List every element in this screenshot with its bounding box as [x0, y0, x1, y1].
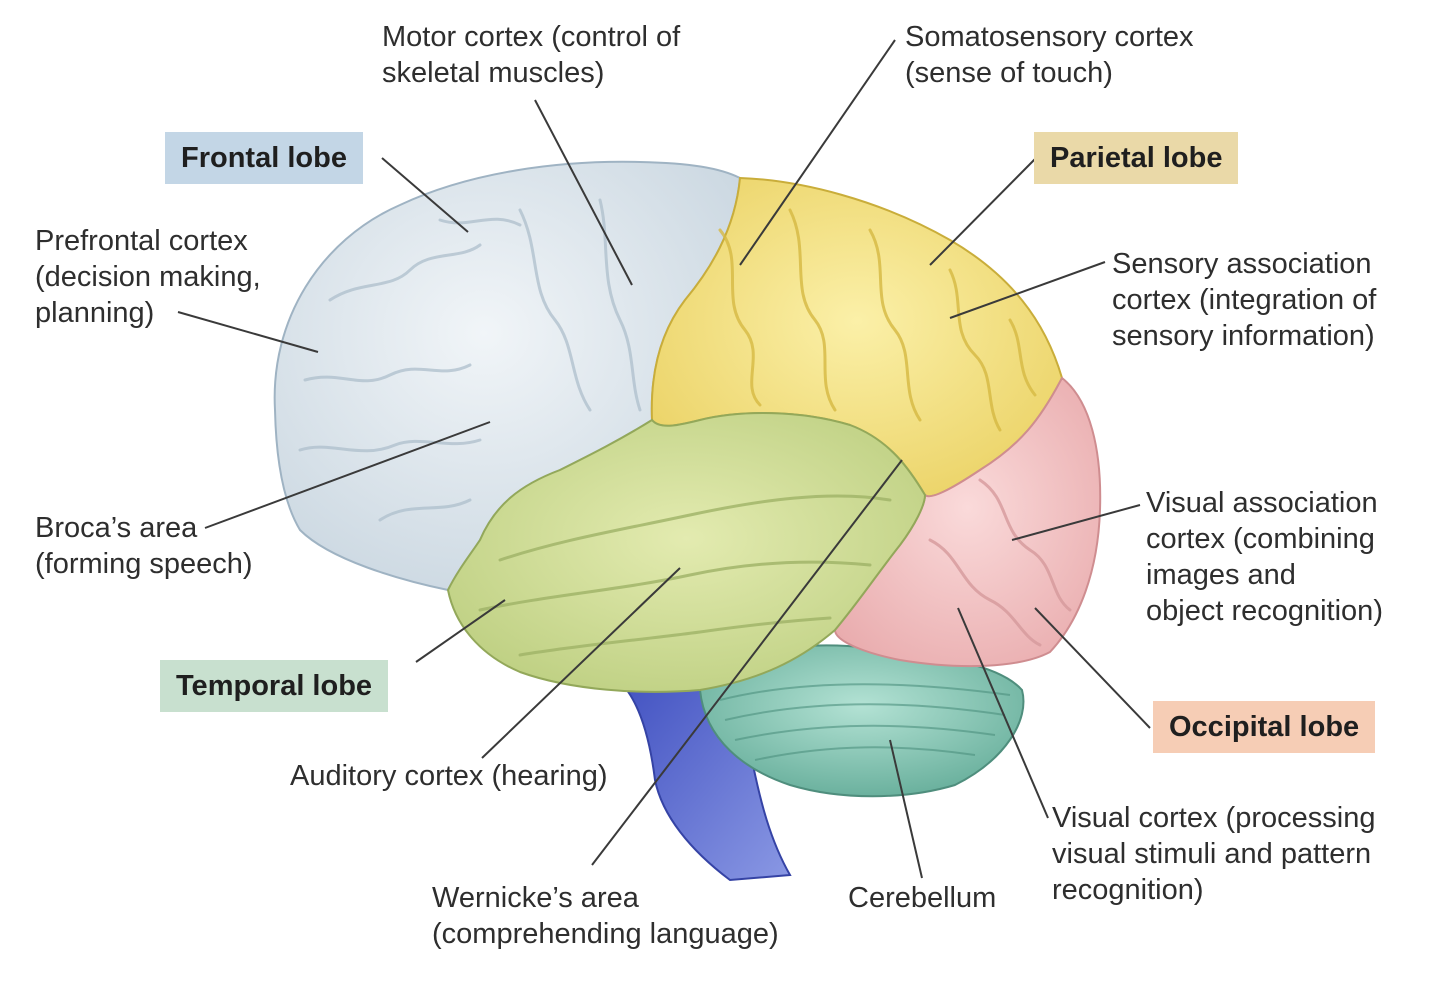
- prefrontal-line: planning): [35, 297, 155, 329]
- visual-assoc-line: object recognition): [1146, 595, 1383, 627]
- wernicke-line: (comprehending language): [432, 918, 779, 950]
- sensory-association-label: Sensory association cortex (integration …: [1112, 246, 1376, 354]
- visual-cortex-line: visual stimuli and pattern: [1052, 838, 1372, 870]
- leader-somatosensory: [739, 39, 896, 266]
- frontal-gyri: [298, 198, 642, 522]
- broca-line: (forming speech): [35, 548, 253, 580]
- broca-line: Broca’s area: [35, 512, 198, 544]
- visual-association-label: Visual association cortex (combining ima…: [1146, 485, 1383, 629]
- motor-cortex-label: Motor cortex (control of skeletal muscle…: [382, 19, 680, 91]
- occipital-lobe-region: [833, 376, 1102, 668]
- leader-parietal-lobe: [929, 157, 1037, 266]
- visual-cortex-line: Visual cortex (processing: [1052, 802, 1376, 834]
- prefrontal-line: (decision making,: [35, 261, 261, 293]
- sensory-assoc-line: sensory information): [1112, 320, 1375, 352]
- visual-assoc-line: images and: [1146, 559, 1296, 591]
- leader-wernicke: [591, 459, 903, 866]
- wernicke-line: Wernicke’s area: [432, 882, 639, 914]
- visual-assoc-line: Visual association: [1146, 487, 1378, 519]
- leader-broca: [204, 421, 491, 529]
- leader-occipital-lobe: [1034, 607, 1151, 729]
- cerebellum-folia: [719, 683, 1011, 761]
- leader-visual-assoc: [1011, 504, 1141, 541]
- parietal-gyri: [718, 208, 1037, 432]
- parietal-lobe-tag: Parietal lobe: [1034, 132, 1239, 184]
- leader-cerebellum: [889, 739, 923, 879]
- sensory-assoc-line: Sensory association: [1112, 248, 1372, 280]
- frontal-lobe-tag: Frontal lobe: [165, 132, 363, 184]
- motor-cortex-line: Motor cortex (control of: [382, 21, 681, 53]
- somatosensory-line: (sense of touch): [905, 57, 1113, 89]
- cerebellum-line: Cerebellum: [848, 882, 997, 914]
- wernickes-area-label: Wernicke’s area (comprehending language): [432, 880, 779, 952]
- occipital-gyri: [928, 478, 1072, 647]
- visual-cortex-label: Visual cortex (processing visual stimuli…: [1052, 800, 1375, 908]
- leader-lines: [177, 39, 1151, 879]
- cerebellum-region: [698, 644, 1025, 798]
- motor-cortex-line: skeletal muscles): [382, 57, 605, 89]
- temporal-gyri: [478, 494, 892, 657]
- prefrontal-line: Prefrontal cortex: [35, 225, 248, 257]
- sensory-assoc-line: cortex (integration of: [1112, 284, 1377, 316]
- somatosensory-cortex-label: Somatosensory cortex (sense of touch): [905, 19, 1194, 91]
- temporal-lobe-region: [446, 412, 927, 693]
- temporal-lobe-tag: Temporal lobe: [160, 660, 389, 712]
- prefrontal-cortex-label: Prefrontal cortex (decision making, plan…: [35, 223, 261, 331]
- visual-cortex-line: recognition): [1052, 874, 1204, 906]
- occipital-lobe-tag: Occipital lobe: [1153, 701, 1376, 753]
- leader-prefrontal: [177, 311, 319, 353]
- visual-assoc-line: cortex (combining: [1146, 523, 1375, 555]
- leader-frontal-lobe: [381, 157, 469, 233]
- auditory-line: Auditory cortex (hearing): [290, 760, 608, 792]
- brocas-area-label: Broca’s area (forming speech): [35, 510, 253, 582]
- cerebellum-label: Cerebellum: [848, 880, 996, 916]
- leader-auditory: [481, 567, 681, 759]
- leader-temporal-lobe: [415, 599, 506, 663]
- somatosensory-line: Somatosensory cortex: [905, 21, 1194, 53]
- auditory-cortex-label: Auditory cortex (hearing): [290, 758, 608, 794]
- leader-visual-cortex: [957, 607, 1049, 819]
- leader-sensory-assoc: [949, 261, 1106, 319]
- leader-motor-cortex: [534, 99, 633, 286]
